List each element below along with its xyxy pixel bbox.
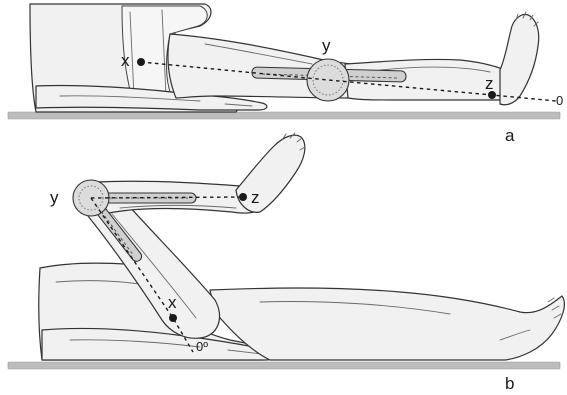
- landmark-z-label-a: z: [485, 74, 494, 93]
- zero-label-b: 0º: [196, 339, 208, 354]
- landmark-x-label-a: x: [121, 51, 130, 70]
- landmark-x-dot-b: [169, 314, 177, 322]
- panel-caption-b: b: [505, 374, 514, 393]
- landmark-x-label-b: x: [168, 293, 177, 312]
- panel-caption-a: a: [505, 126, 515, 145]
- table-surface-b: [8, 362, 560, 369]
- zero-label-a: 0: [556, 93, 563, 108]
- table-surface-a: [8, 112, 560, 119]
- panel-a: x y z 0 a: [8, 4, 563, 145]
- landmark-z-dot-b: [239, 193, 247, 201]
- landmark-y-label-a: y: [322, 36, 331, 55]
- landmark-y-label-b: y: [50, 188, 59, 207]
- other-leg-b: [210, 288, 564, 360]
- foot-a: [500, 14, 539, 104]
- landmark-x-dot-a: [137, 58, 145, 66]
- landmark-z-label-b: z: [251, 188, 260, 207]
- panel-b: y z x 0º b: [8, 133, 564, 393]
- foot-b: [236, 135, 305, 212]
